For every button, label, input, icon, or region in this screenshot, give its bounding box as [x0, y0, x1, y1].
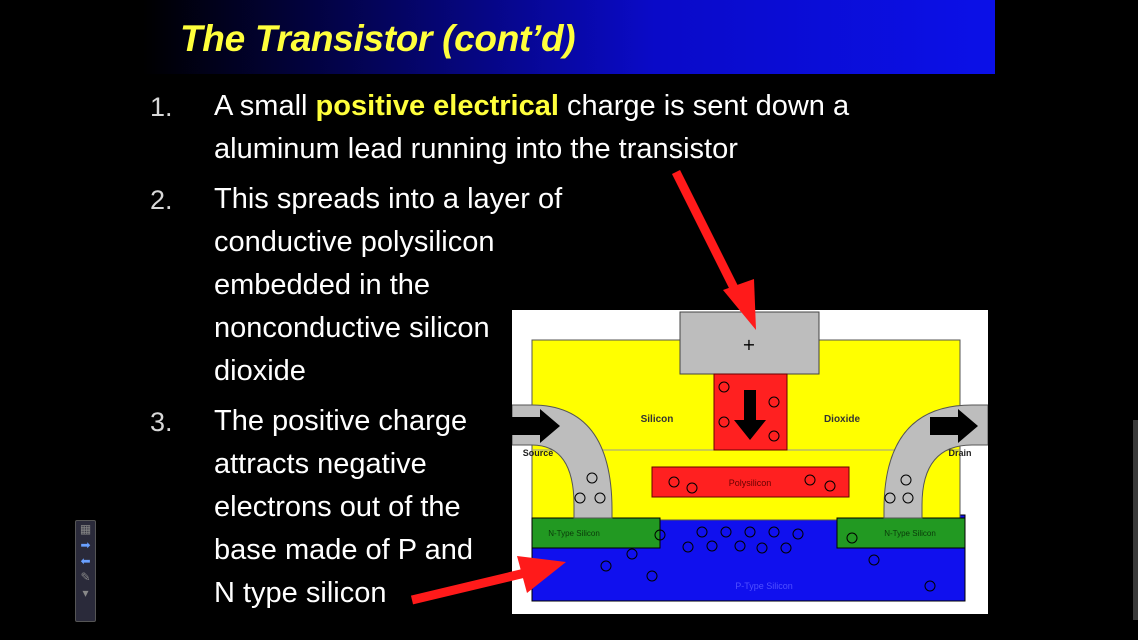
item-2-line: This spreads into a layer of — [214, 183, 563, 215]
label-silicon: Silicon — [641, 414, 674, 425]
menu-icon[interactable]: ▾ — [82, 586, 89, 600]
item-2-number: 2. — [150, 185, 173, 215]
next-arrow-icon[interactable]: ➡ — [80, 538, 91, 552]
item-3-line: attracts negative — [214, 448, 427, 480]
charge — [804, 474, 816, 486]
arrow-to-gate — [671, 169, 756, 330]
charge — [600, 560, 612, 572]
item-1-number: 1. — [150, 92, 173, 122]
label-p-type: P-Type Silicon — [735, 581, 793, 591]
charge — [646, 570, 658, 582]
charge — [734, 540, 746, 552]
previous-arrow-icon[interactable]: ⬅ — [80, 554, 91, 568]
item-1-post: charge is sent down a — [558, 90, 850, 122]
charge — [744, 526, 756, 538]
grid-icon[interactable]: ▦ — [79, 522, 92, 536]
item-2-line: conductive polysilicon — [214, 226, 495, 258]
title-bar — [143, 0, 995, 74]
item-1-line-1: A small positive electrical charge is se… — [214, 85, 849, 128]
item-3-text: The positive charge attracts negative el… — [214, 400, 473, 615]
item-3-line: electrons out of the — [214, 491, 461, 523]
side-scrollbar[interactable] — [1133, 420, 1138, 620]
transistor-diagram: + Silicon Dioxide Source Drain Polysilic… — [512, 310, 988, 614]
label-dioxide: Dioxide — [824, 414, 861, 425]
item-1-text: A small positive electrical charge is se… — [214, 85, 849, 171]
label-source: Source — [523, 448, 554, 458]
charge — [718, 416, 730, 428]
polysilicon-bar — [651, 466, 850, 498]
n-type-right — [836, 517, 966, 549]
charge — [706, 540, 718, 552]
negative-charges — [574, 472, 914, 544]
charge — [574, 492, 586, 504]
charge — [682, 541, 694, 553]
charge — [900, 474, 912, 486]
charge — [792, 528, 804, 540]
charge — [686, 482, 698, 494]
charge — [594, 492, 606, 504]
charge — [868, 554, 880, 566]
charge — [768, 396, 780, 408]
label-drain: Drain — [948, 448, 971, 458]
label-n-type-right: N-Type Silicon — [884, 529, 936, 538]
transistor-svg: + Silicon Dioxide Source Drain Polysilic… — [512, 311, 988, 602]
item-2-text: This spreads into a layer of conductive … — [214, 178, 562, 393]
charge — [586, 472, 598, 484]
item-1-pre: A small — [214, 90, 316, 122]
pen-icon[interactable]: ✎ — [80, 570, 91, 584]
charge — [668, 476, 680, 488]
item-1-highlight: positive electrical — [315, 90, 559, 122]
drain-arrow — [930, 409, 978, 443]
positive-charges — [668, 381, 836, 494]
channel-electrons — [600, 526, 936, 592]
item-2-line: dioxide — [214, 355, 306, 387]
charge — [696, 526, 708, 538]
charge — [824, 480, 836, 492]
charge — [718, 381, 730, 393]
charge — [654, 529, 666, 541]
item-3-line: The positive charge — [214, 405, 468, 437]
source-arrow — [512, 409, 560, 443]
gate-symbol: + — [742, 335, 755, 354]
charge — [626, 548, 638, 560]
item-3-line: N type silicon — [214, 577, 387, 609]
item-2-line: embedded in the — [214, 269, 431, 301]
item-3-line: base made of P and — [214, 534, 474, 566]
charge — [884, 492, 896, 504]
item-2-line: nonconductive silicon — [214, 312, 490, 344]
label-polysilicon: Polysilicon — [729, 478, 772, 488]
label-n-type-left: N-Type Silicon — [548, 529, 600, 538]
charge — [780, 542, 792, 554]
charge — [924, 580, 936, 592]
slide-title: The Transistor (cont’d) — [180, 18, 576, 59]
charge — [902, 492, 914, 504]
slideshow-toolbar: ▦ ➡ ⬅ ✎ ▾ — [75, 520, 96, 622]
charge — [846, 532, 858, 544]
charge — [768, 430, 780, 442]
item-1-line-2: aluminum lead running into the transisto… — [214, 133, 738, 165]
down-arrow — [734, 390, 766, 440]
item-3-number: 3. — [150, 407, 173, 437]
charge — [756, 542, 768, 554]
charge — [720, 526, 732, 538]
charge — [768, 526, 780, 538]
